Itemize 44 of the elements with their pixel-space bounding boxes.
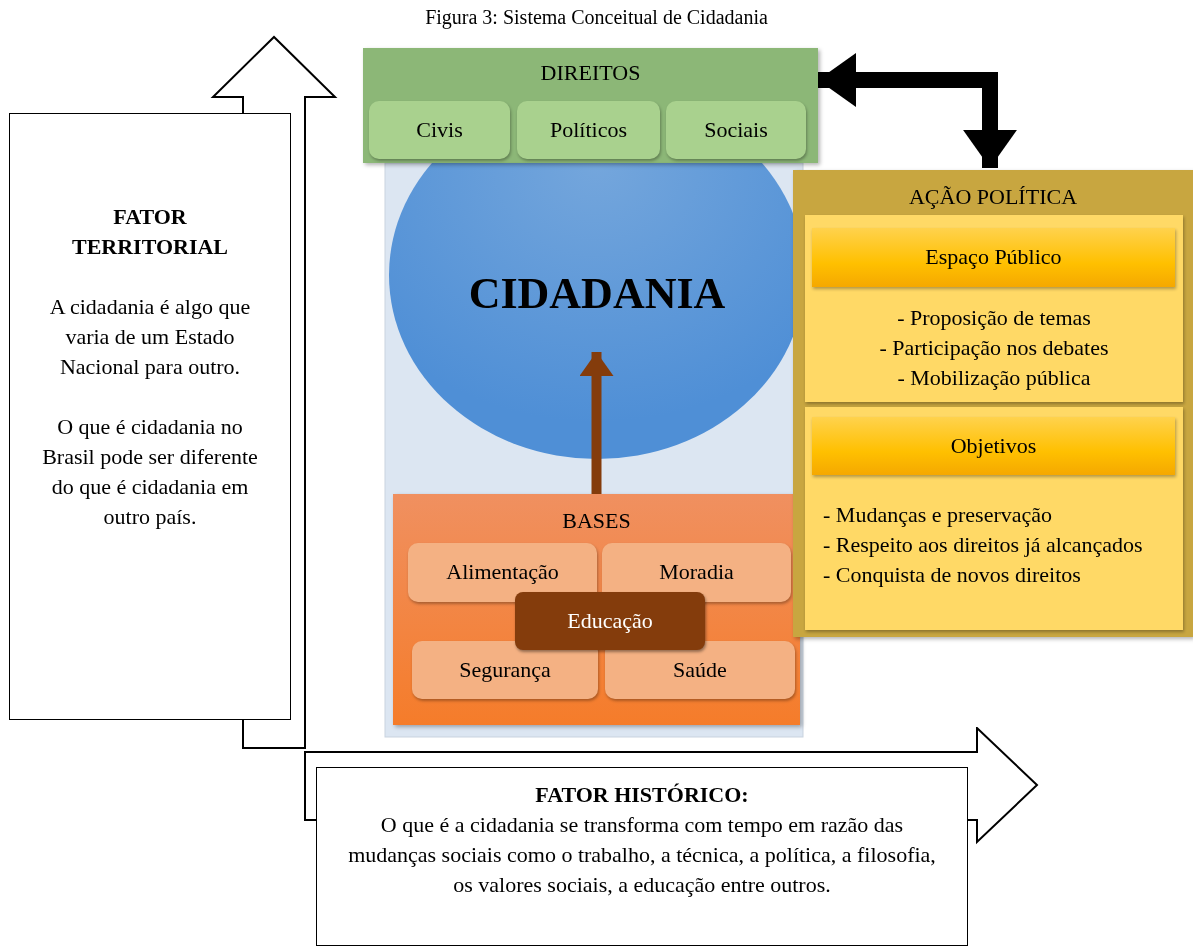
text-box (9, 113, 291, 720)
main-concept-label: CIDADANIA (467, 269, 727, 319)
factor-heading: FATOR TERRITORIAL (70, 203, 230, 261)
category-box (602, 543, 791, 602)
category-box (515, 592, 705, 650)
category-box (517, 101, 660, 159)
factor-description: O que é cidadania no Brasil pode ser diferente do que é cidadania em outro país. (41, 413, 259, 531)
category-label: Moradia (658, 558, 735, 586)
list-item: - Conquista de novos direitos (823, 561, 1082, 589)
category-box (605, 641, 795, 699)
category-label: Civis (415, 116, 464, 144)
list-item: - Mobilização pública (896, 364, 1092, 392)
category-box (812, 417, 1175, 475)
list-item: - Respeito aos direitos já alcançados (823, 531, 1144, 559)
category-label: Segurança (458, 656, 552, 684)
list-item: - Proposição de temas (896, 304, 1092, 332)
arrow (579, 352, 614, 494)
factor-description: O que é a cidadania se transforma com tempo em razão das mudanças sociais como o trabalho, a técnica, a política, a filosofia, os valores sociais, a educação entre outros. (347, 811, 937, 899)
factor-heading: FATOR HISTÓRICO: (534, 781, 750, 809)
category-box (412, 641, 598, 699)
category-box (408, 543, 597, 602)
category-label: Políticos (549, 116, 628, 144)
arrow (818, 52, 1018, 168)
group-heading: BASES (561, 507, 632, 535)
category-label: Saúde (672, 656, 728, 684)
category-label: Alimentação (445, 558, 560, 586)
list-item: - Mudanças e preservação (823, 501, 1054, 529)
section-heading: Espaço Público (924, 243, 1063, 271)
figure-title: Figura 3: Sistema Conceitual de Cidadania (424, 5, 769, 30)
category-label: Educação (566, 607, 654, 635)
group-heading: DIREITOS (539, 59, 642, 87)
category-box (812, 228, 1175, 287)
text-box (304, 727, 1039, 946)
category-label: Sociais (703, 116, 769, 144)
group-panel (793, 170, 1193, 637)
category-box (666, 101, 806, 159)
factor-description: A cidadania é algo que varia de um Estado Nacional para outro. (48, 293, 252, 381)
section-panel (805, 407, 1183, 630)
section-heading: Objetivos (949, 432, 1038, 460)
category-box (369, 101, 510, 159)
group-panel (393, 494, 800, 725)
group-heading: AÇÃO POLÍTICA (907, 183, 1079, 211)
section-panel (805, 215, 1183, 402)
list-item: - Participação nos debates (878, 334, 1110, 362)
